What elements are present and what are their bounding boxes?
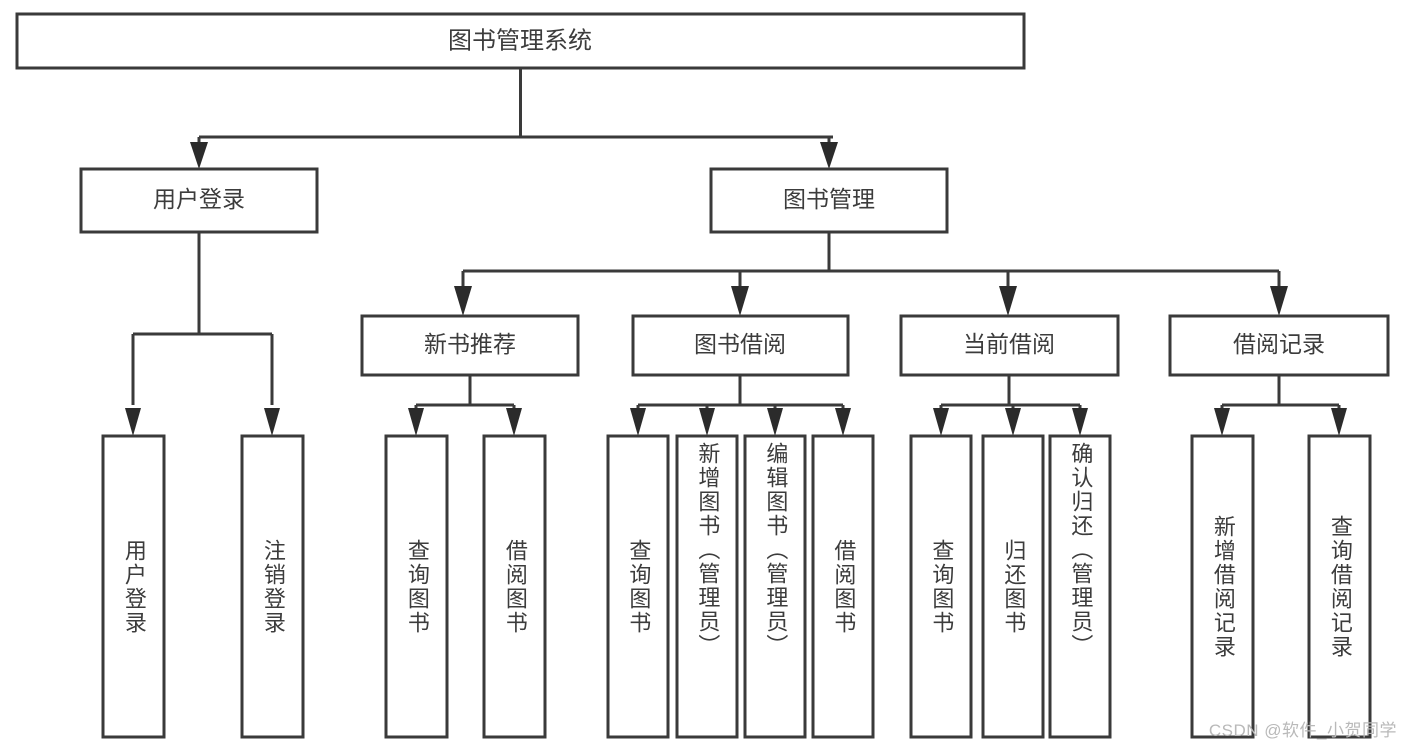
node-user-login-box[interactable] — [79, 167, 319, 234]
leaf-box-logout[interactable] — [240, 434, 305, 739]
node-root-system-box[interactable] — [15, 12, 1026, 70]
leaf-box-borrow-book-1[interactable] — [482, 434, 547, 739]
arrow-head-book-borrow — [731, 286, 749, 316]
leaf-box-borrow-book-2[interactable] — [811, 434, 875, 739]
leaf-box-add-book[interactable] — [675, 434, 739, 739]
node-user-login[interactable]: 用户登录 — [79, 167, 319, 234]
node-user-login-label: 用户登录 — [153, 186, 245, 212]
node-book-management[interactable]: 图书管理 — [709, 167, 949, 234]
arrow-head-leaf-return-book — [1005, 408, 1021, 436]
leaf-box-query-book-2[interactable] — [606, 434, 670, 739]
connector-group-root — [190, 68, 838, 169]
arrow-head-leaf-borrow-book-2 — [835, 408, 851, 436]
arrow-head-leaf-logout — [264, 408, 280, 436]
node-book-management-label: 图书管理 — [783, 186, 875, 212]
connector-group-user-login — [125, 232, 280, 436]
arrow-head-leaf-borrow-book-1 — [506, 408, 522, 436]
node-book-borrow[interactable]: 图书借阅 — [631, 314, 850, 377]
connector-group-current-borrow — [933, 375, 1088, 436]
arrow-head-book-mgmt — [820, 142, 838, 169]
connector-group-book-mgmt — [454, 232, 1288, 316]
arrow-head-current-borrow — [999, 286, 1017, 316]
connector-group-book-borrow — [630, 375, 851, 436]
node-current-borrow-label: 当前借阅 — [963, 331, 1055, 357]
node-borrow-records-label: 借阅记录 — [1233, 331, 1325, 357]
connector-group-borrow-records — [1214, 375, 1347, 436]
node-root-system[interactable]: 图书管理系统 — [15, 12, 1026, 70]
arrow-head-user-login — [190, 142, 208, 169]
csdn-watermark: CSDN @软件_小贺同学 — [1208, 721, 1397, 740]
leaf-box-query-record[interactable] — [1307, 434, 1372, 739]
arrow-head-leaf-query-book-2 — [630, 408, 646, 436]
leaf-box-add-record[interactable] — [1190, 434, 1255, 739]
node-book-borrow-label: 图书借阅 — [694, 331, 786, 357]
node-book-borrow-box[interactable] — [631, 314, 850, 377]
arrow-head-leaf-query-book-1 — [408, 408, 424, 436]
node-root-system-label: 图书管理系统 — [448, 27, 592, 54]
connector-group-new-book-rec — [408, 375, 522, 436]
arrow-head-leaf-add-record — [1214, 408, 1230, 436]
node-new-book-recommend-label: 新书推荐 — [424, 331, 516, 357]
node-book-management-box[interactable] — [709, 167, 949, 234]
node-current-borrow-box[interactable] — [899, 314, 1120, 377]
arrow-head-leaf-confirm-return — [1072, 408, 1088, 436]
arrow-head-leaf-edit-book — [767, 408, 783, 436]
leaf-box-return-book[interactable] — [981, 434, 1045, 739]
node-new-book-recommend-box[interactable] — [360, 314, 580, 377]
arrow-head-leaf-user-login — [125, 408, 141, 436]
arrow-head-leaf-query-record — [1331, 408, 1347, 436]
arrow-head-new-book-rec — [454, 286, 472, 316]
node-new-book-recommend[interactable]: 新书推荐 — [360, 314, 580, 377]
leaf-box-confirm-return[interactable] — [1048, 434, 1112, 739]
node-borrow-records[interactable]: 借阅记录 — [1168, 314, 1390, 377]
leaf-box-query-book-1[interactable] — [384, 434, 449, 739]
leaf-box-query-book-3[interactable] — [909, 434, 973, 739]
leaf-box-user-login[interactable] — [101, 434, 166, 739]
leaf-box-edit-book[interactable] — [743, 434, 807, 739]
arrow-head-leaf-query-book-3 — [933, 408, 949, 436]
node-borrow-records-box[interactable] — [1168, 314, 1390, 377]
leaf-node-boxes — [101, 434, 1372, 739]
arrow-head-borrow-records — [1270, 286, 1288, 316]
node-current-borrow[interactable]: 当前借阅 — [899, 314, 1120, 377]
arrow-head-leaf-add-book — [699, 408, 715, 436]
